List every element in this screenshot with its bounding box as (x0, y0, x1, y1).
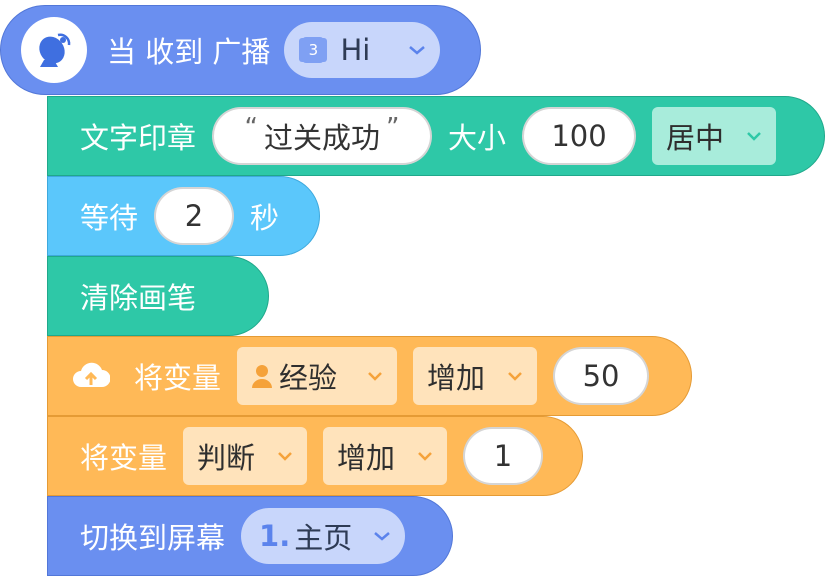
change-value-input-2[interactable]: 1 (463, 427, 544, 485)
change-variable-block[interactable]: 将变量 经验 增加 50 (47, 336, 692, 416)
cloud-upload-icon (72, 361, 110, 391)
screen-name: 主页 (294, 521, 353, 555)
operation-dropdown-2[interactable]: 增加 (323, 427, 448, 485)
var2-label: 将变量 (80, 441, 168, 475)
open-quote-icon: “ (244, 113, 258, 143)
change-value-2: 1 (493, 439, 513, 473)
stamp-text-value: 过关成功 (264, 121, 381, 155)
operation-dropdown[interactable]: 增加 (413, 347, 538, 405)
stamp-text-block[interactable]: 文字印章 “ 过关成功 ” 大小 100 居中 (47, 96, 825, 176)
stamp-label: 文字印章 (80, 121, 197, 155)
stamp-text-input[interactable]: “ 过关成功 ” (212, 107, 433, 165)
size-input[interactable]: 100 (522, 107, 637, 165)
size-value: 100 (551, 119, 607, 153)
operation-value-2: 增加 (337, 441, 396, 475)
clear-pen-label: 清除画笔 (80, 281, 197, 315)
align-dropdown[interactable]: 居中 (652, 107, 777, 165)
clear-pen-block[interactable]: 清除画笔 (47, 256, 269, 336)
when-receive-broadcast-block[interactable]: 当 收到 广播 3 Hi (0, 5, 481, 95)
variable-value: 经验 (279, 361, 338, 395)
broadcast-value: Hi (340, 33, 371, 67)
variable-dropdown-2[interactable]: 判断 (183, 427, 308, 485)
variable-value-2: 判断 (197, 441, 256, 475)
chevron-down-icon (746, 131, 762, 141)
change-value-input[interactable]: 50 (553, 347, 650, 405)
chevron-down-icon (373, 530, 391, 542)
screen-number: 1. (259, 519, 291, 553)
user-icon (251, 364, 273, 388)
change-variable-block-2[interactable]: 将变量 判断 增加 1 (47, 416, 583, 496)
wait-value: 2 (184, 199, 204, 233)
switch-screen-block[interactable]: 切换到屏幕 1. 主页 (47, 496, 453, 576)
wait-seconds-block[interactable]: 等待 2 秒 (47, 176, 320, 256)
align-value: 居中 (666, 121, 725, 155)
wait-input[interactable]: 2 (154, 187, 235, 245)
chevron-down-icon (417, 451, 433, 461)
wait-unit: 秒 (250, 201, 280, 235)
wait-label: 等待 (80, 201, 139, 235)
size-label: 大小 (448, 121, 507, 155)
chevron-down-icon (408, 44, 426, 56)
screen-dropdown[interactable]: 1. 主页 (241, 508, 406, 564)
var1-label: 将变量 (134, 361, 222, 395)
hat-block-label: 当 收到 广播 (107, 35, 271, 69)
broadcast-badge-icon: 3 (302, 37, 325, 63)
switch-screen-label: 切换到屏幕 (80, 521, 226, 555)
chevron-down-icon (277, 451, 293, 461)
operation-value: 增加 (427, 361, 486, 395)
chevron-down-icon (367, 371, 383, 381)
close-quote-icon: ” (386, 113, 400, 143)
chevron-down-icon (507, 371, 523, 381)
broadcast-dropdown[interactable]: 3 Hi (284, 22, 441, 78)
satellite-dish-icon (21, 17, 87, 83)
change-value: 50 (582, 359, 620, 393)
variable-dropdown[interactable]: 经验 (237, 347, 398, 405)
